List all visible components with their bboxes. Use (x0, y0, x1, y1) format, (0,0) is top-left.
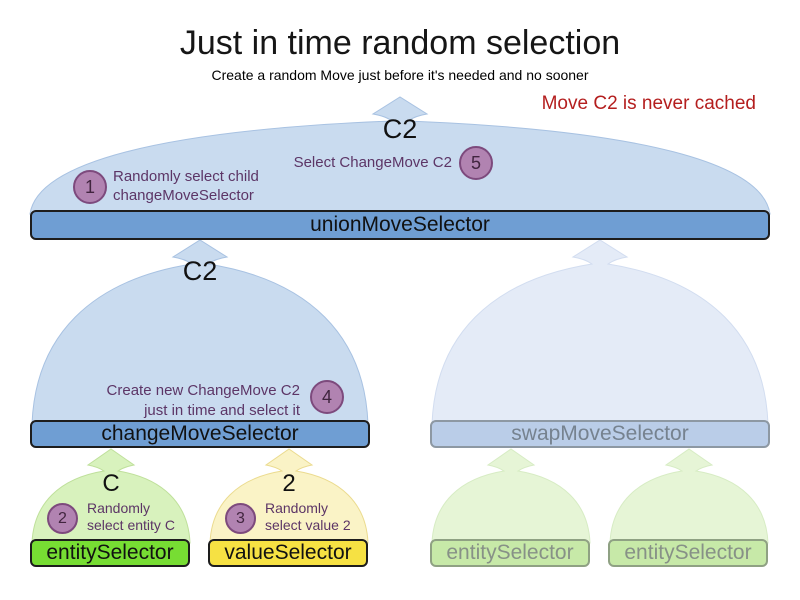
randomly-value-line2: select value 2 (265, 517, 351, 533)
step-badge-5-number: 5 (470, 152, 481, 173)
page-title: Just in time random selection (179, 24, 621, 62)
swap-selector-bar: swapMoveSelector (430, 420, 770, 448)
step-badge-1-number: 1 (84, 176, 95, 197)
union-funnel-shape (29, 96, 771, 215)
faded-entity-selector-bar-right: entitySelector (608, 539, 768, 567)
faded-entity-selector-right-label: entitySelector (624, 541, 752, 564)
step-badge-4: 4 (310, 380, 344, 414)
entity-output-label: C (102, 470, 120, 497)
union-selector-label: unionMoveSelector (310, 213, 490, 236)
faded-entity-funnel-left-shape (431, 448, 591, 544)
value-selector-label: valueSelector (224, 541, 352, 564)
entity-selector-bar: entitySelector (30, 539, 190, 567)
randomly-select-child-line1: Randomly select child (113, 168, 259, 185)
randomly-select-child-line2: changeMoveSelector (113, 187, 254, 204)
step-badge-5: 5 (459, 146, 493, 180)
step-badge-3: 3 (225, 503, 256, 534)
change-selector-bar: changeMoveSelector (30, 420, 370, 448)
change-selector-label: changeMoveSelector (101, 422, 299, 445)
faded-entity-selector-bar-left: entitySelector (430, 539, 590, 567)
change-output-label: C2 (182, 256, 218, 286)
step-badge-3-number: 3 (236, 509, 245, 527)
cache-note: Move C2 is never cached (541, 93, 756, 114)
change-funnel-shape (31, 239, 369, 425)
faded-entity-funnel-right-shape (609, 448, 769, 544)
create-changemove-line1: Create new ChangeMove C2 (106, 382, 300, 399)
step-badge-1: 1 (73, 170, 107, 204)
randomly-value-text: Randomly select value 2 (265, 500, 351, 534)
create-changemove-line2: just in time and select it (144, 402, 300, 419)
value-selector-bar: valueSelector (208, 539, 368, 567)
randomly-entity-text: Randomly select entity C (87, 500, 175, 534)
step-badge-2-number: 2 (58, 509, 67, 527)
randomly-value-line1: Randomly (265, 500, 329, 516)
entity-selector-label: entitySelector (46, 541, 174, 564)
union-output-label: C2 (382, 114, 418, 144)
union-selector-bar: unionMoveSelector (30, 210, 770, 240)
swap-selector-label: swapMoveSelector (511, 422, 689, 445)
swap-funnel-shape (431, 239, 769, 425)
randomly-select-child-text: Randomly select child changeMoveSelector (113, 167, 259, 205)
faded-entity-selector-left-label: entitySelector (446, 541, 574, 564)
randomly-entity-line2: select entity C (87, 517, 175, 533)
step-badge-4-number: 4 (321, 386, 332, 407)
value-output-label: 2 (282, 470, 296, 497)
select-changemove-text: Select ChangeMove C2 (293, 154, 452, 171)
page-subtitle: Create a random Move just before it's ne… (211, 67, 589, 83)
step-badge-2: 2 (47, 503, 78, 534)
create-changemove-text: Create new ChangeMove C2 just in time an… (100, 381, 300, 421)
randomly-entity-line1: Randomly (87, 500, 151, 516)
